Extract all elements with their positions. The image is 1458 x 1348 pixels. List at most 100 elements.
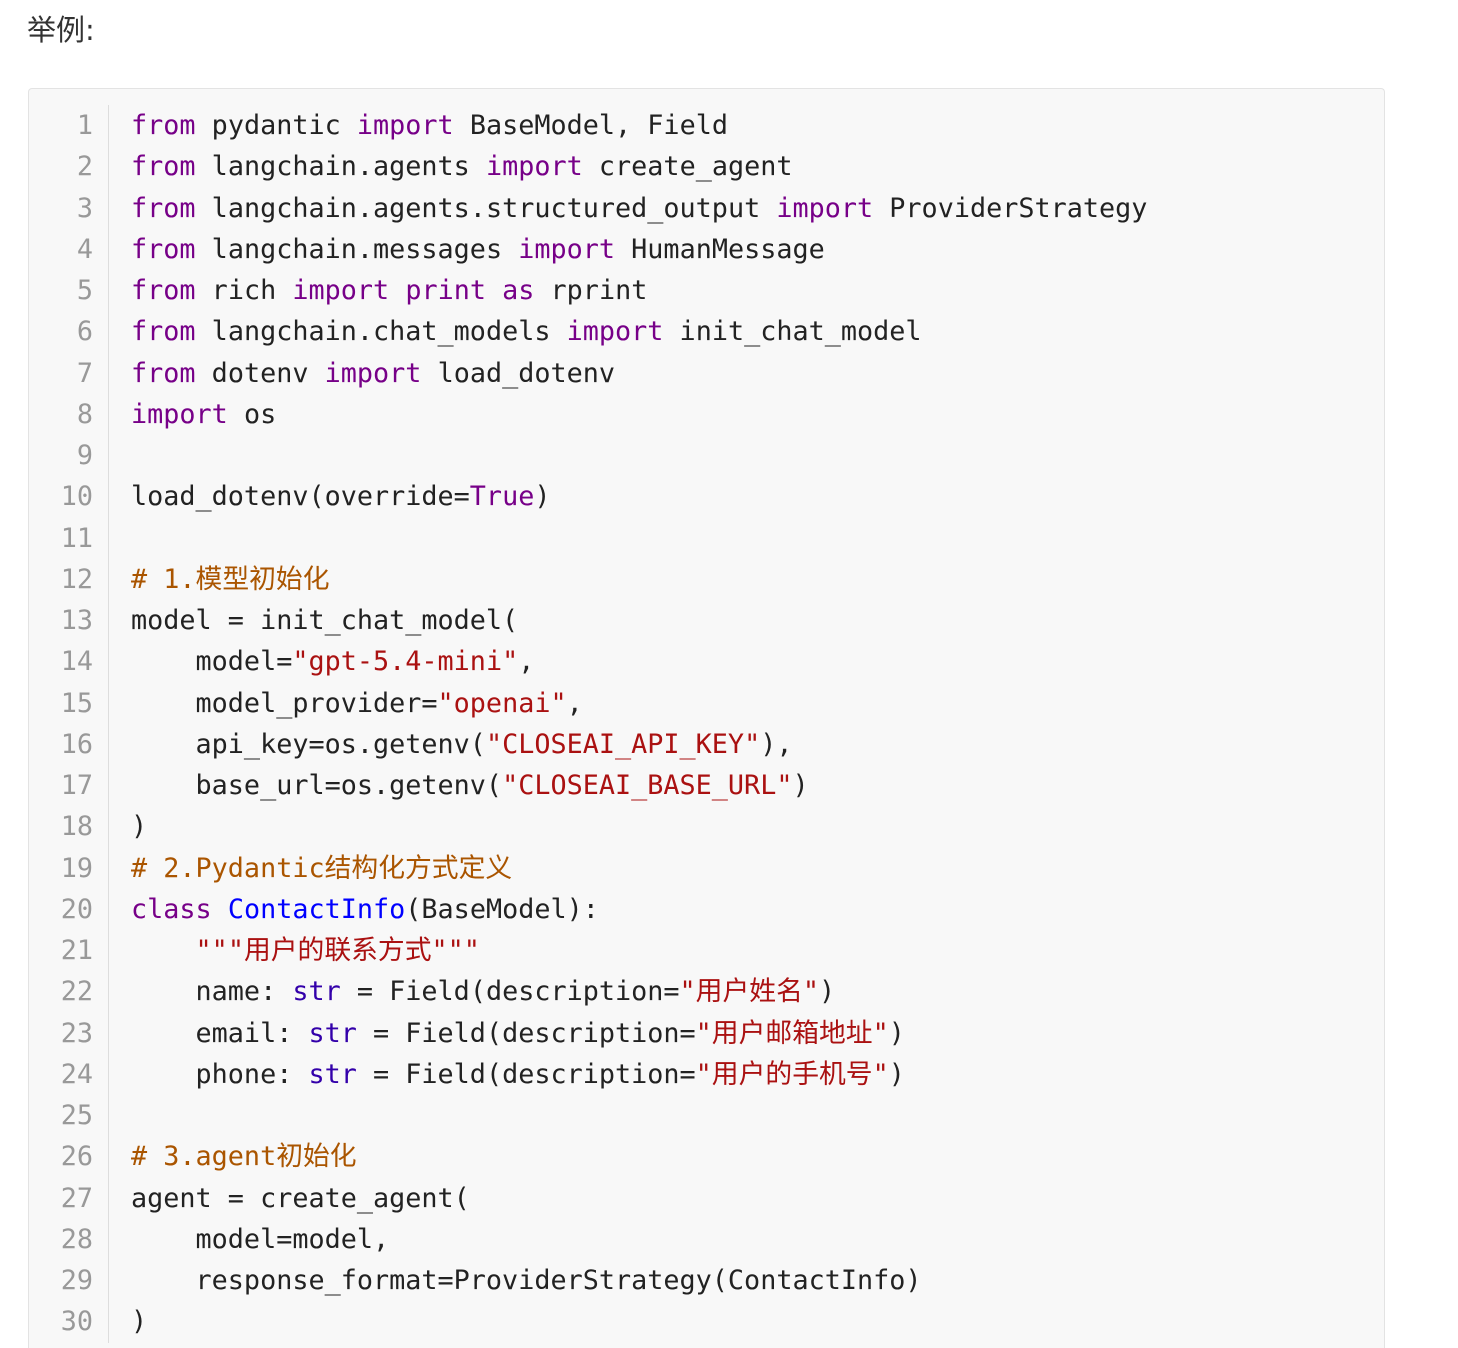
code-token-text: langchain.agents bbox=[195, 151, 486, 183]
code-line: 22 name: str = Field(description="用户姓名") bbox=[29, 971, 1384, 1013]
code-line: 15 model_provider="openai", bbox=[29, 682, 1384, 724]
code-token-text: ) bbox=[888, 1058, 905, 1090]
code-content: agent = create_agent( bbox=[109, 1178, 1384, 1219]
code-token-text: model=model, bbox=[131, 1223, 390, 1255]
code-line: 26# 3.agent初始化 bbox=[29, 1136, 1384, 1178]
line-number: 5 bbox=[29, 270, 109, 312]
code-line: 25 bbox=[29, 1095, 1384, 1137]
code-token-text: pydantic bbox=[195, 110, 357, 141]
code-token-text: rprint bbox=[534, 275, 648, 306]
code-token-text: ) bbox=[131, 811, 148, 843]
code-content: from pydantic import BaseModel, Field bbox=[109, 105, 1384, 146]
code-token-text: model_provider= bbox=[131, 687, 438, 719]
line-number: 1 bbox=[29, 105, 109, 147]
code-content: from langchain.chat_models import init_c… bbox=[109, 311, 1384, 352]
line-number: 11 bbox=[29, 517, 109, 559]
code-token-text: (BaseModel): bbox=[405, 893, 599, 925]
code-content: # 1.模型初始化 bbox=[109, 559, 1384, 600]
code-token-string: "用户邮箱地址" bbox=[695, 1017, 889, 1049]
code-content: load_dotenv(override=True) bbox=[109, 476, 1384, 517]
code-content bbox=[109, 518, 1384, 559]
code-content: response_format=ProviderStrategy(Contact… bbox=[109, 1260, 1384, 1301]
line-number: 15 bbox=[29, 682, 109, 724]
code-content: ) bbox=[109, 1301, 1384, 1342]
line-number: 23 bbox=[29, 1012, 109, 1054]
code-content bbox=[109, 1095, 1384, 1136]
line-number: 4 bbox=[29, 228, 109, 270]
code-content: # 2.Pydantic结构化方式定义 bbox=[109, 848, 1384, 889]
code-line: 14 model="gpt-5.4-mini", bbox=[29, 641, 1384, 683]
code-line: 9 bbox=[29, 435, 1384, 477]
code-content: """用户的联系方式""" bbox=[109, 930, 1384, 971]
code-token-keyword: True bbox=[469, 481, 535, 513]
code-token-text bbox=[389, 275, 405, 306]
line-number: 2 bbox=[29, 146, 109, 188]
code-line: 11 bbox=[29, 517, 1384, 559]
code-token-text: ) bbox=[131, 1306, 148, 1338]
code-content: from dotenv import load_dotenv bbox=[109, 353, 1384, 394]
code-token-text bbox=[131, 935, 196, 966]
code-token-comment: # 2.Pydantic结构化方式定义 bbox=[131, 852, 513, 884]
code-token-keyword: from bbox=[131, 151, 196, 183]
line-number: 27 bbox=[29, 1177, 109, 1219]
page-heading: 举例: bbox=[27, 13, 95, 47]
code-token-string: "CLOSEAI_BASE_URL" bbox=[502, 770, 793, 801]
code-token-text: ) bbox=[792, 770, 809, 801]
code-token-text bbox=[486, 275, 502, 306]
code-token-keyword: from bbox=[131, 233, 196, 265]
code-token-builtin: str bbox=[308, 1017, 357, 1049]
code-token-text: , bbox=[518, 646, 535, 678]
code-line: 12 # 1.模型初始化 bbox=[29, 558, 1384, 600]
code-token-keyword: as bbox=[502, 275, 535, 306]
code-line: 18) bbox=[29, 806, 1384, 848]
code-content: import os bbox=[109, 394, 1384, 435]
code-token-text: agent = create_agent( bbox=[131, 1182, 470, 1214]
code-token-keyword: print bbox=[405, 275, 486, 306]
code-token-comment: # 1.模型初始化 bbox=[131, 563, 330, 595]
line-number: 9 bbox=[29, 435, 109, 477]
code-line: 17 base_url=os.getenv("CLOSEAI_BASE_URL"… bbox=[29, 765, 1384, 807]
code-token-text: ) bbox=[534, 481, 551, 513]
code-content: from langchain.agents.structured_output … bbox=[109, 188, 1384, 229]
code-token-text: BaseModel, Field bbox=[453, 110, 728, 141]
code-content bbox=[109, 435, 1384, 476]
code-token-text: , bbox=[566, 687, 583, 719]
code-token-text: init_chat_model bbox=[663, 316, 922, 348]
line-number: 13 bbox=[29, 600, 109, 642]
code-token-string: "CLOSEAI_API_KEY" bbox=[485, 728, 761, 760]
code-line: 16 api_key=os.getenv("CLOSEAI_API_KEY"), bbox=[29, 723, 1384, 765]
code-token-keyword: import bbox=[356, 110, 454, 141]
line-number: 12 bbox=[29, 558, 109, 600]
line-number: 25 bbox=[29, 1095, 109, 1137]
code-token-text: rich bbox=[195, 275, 293, 306]
code-content: name: str = Field(description="用户姓名") bbox=[109, 971, 1384, 1012]
code-token-text: dotenv bbox=[195, 357, 325, 389]
code-token-text: os bbox=[227, 398, 277, 430]
code-token-text: = Field(description= bbox=[356, 1017, 696, 1049]
code-token-keyword: from bbox=[131, 192, 196, 224]
code-token-text: phone: bbox=[131, 1058, 309, 1090]
code-token-keyword: from bbox=[131, 316, 196, 348]
code-token-keyword: from bbox=[131, 110, 196, 141]
code-token-text: langchain.agents.structured_output bbox=[195, 192, 777, 224]
line-number: 22 bbox=[29, 971, 109, 1013]
code-token-text: base_url=os.getenv( bbox=[131, 770, 503, 801]
code-token-text: name: bbox=[131, 976, 293, 1008]
code-content: # 3.agent初始化 bbox=[109, 1136, 1384, 1177]
code-token-text: email: bbox=[131, 1017, 309, 1049]
code-line: 24 phone: str = Field(description="用户的手机… bbox=[29, 1053, 1384, 1095]
line-number: 8 bbox=[29, 393, 109, 435]
code-token-text: model= bbox=[131, 646, 293, 678]
code-token-text: ) bbox=[819, 976, 836, 1008]
code-token-keyword: import bbox=[485, 151, 583, 183]
code-content: from rich import print as rprint bbox=[109, 270, 1384, 311]
